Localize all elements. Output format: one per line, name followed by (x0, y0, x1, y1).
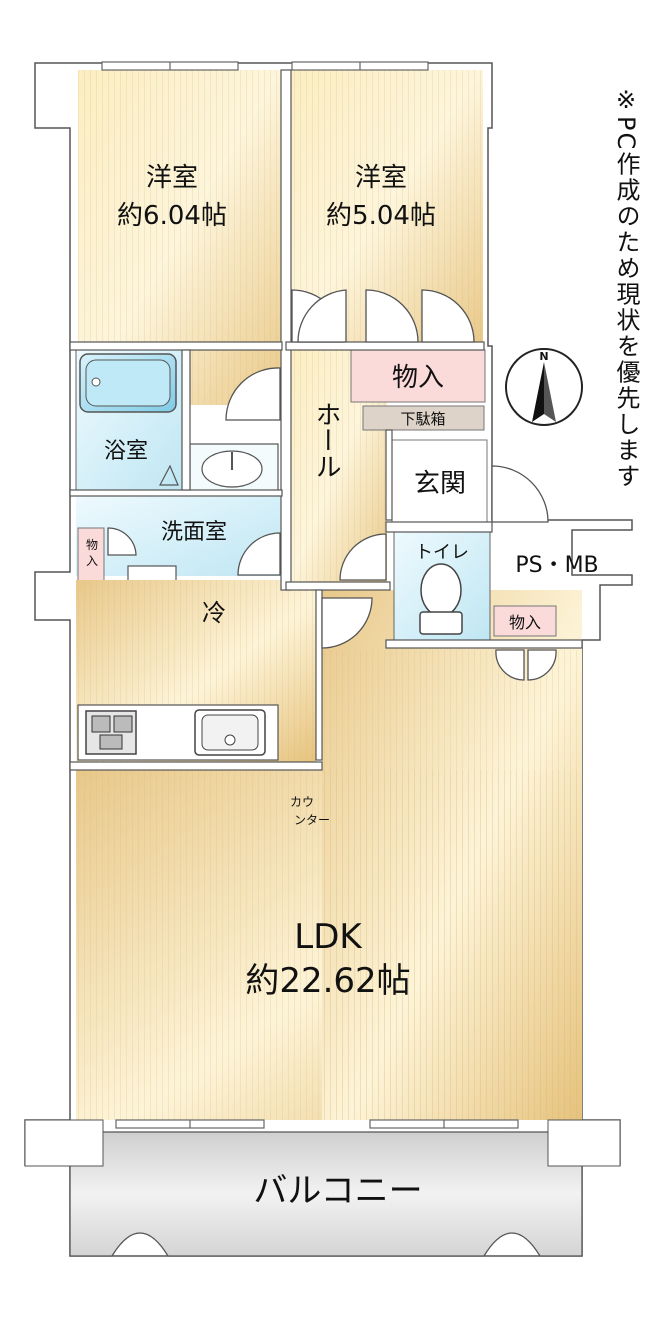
ldk-size: 約22.62帖 (245, 961, 410, 1001)
compass-north-label: N (539, 350, 548, 363)
windows-top (101, 61, 429, 71)
doors (107, 289, 557, 681)
washroom-closet-label-1: 物 (86, 538, 98, 552)
bathroom-label: 浴室 (104, 439, 148, 464)
note-text: ※PC作成のため現状を優先します (612, 86, 640, 490)
counter-label-2: ンター (294, 813, 330, 827)
gas-stove (85, 710, 137, 755)
washroom-label: 洗面室 (161, 520, 227, 545)
western-room-1-size: 約6.04帖 (117, 201, 227, 231)
toilet-label: トイレ (415, 542, 469, 563)
ps-mb-label: PS・MB (515, 553, 598, 578)
closet-right (493, 605, 557, 637)
shoe-box-label: 下駄箱 (400, 410, 445, 428)
washroom-closet-label-2: 入 (86, 554, 98, 568)
entrance-label: 玄関 (414, 469, 466, 499)
balcony-floor (69, 1131, 583, 1257)
closet-right-label: 物入 (509, 613, 541, 632)
closet-top-label: 物入 (392, 363, 444, 393)
compass-icon (505, 348, 583, 426)
closet-top (350, 349, 486, 403)
kitchen-sink (194, 709, 266, 756)
western-room-2-size: 約5.04帖 (326, 201, 436, 231)
windows-balcony (115, 1119, 519, 1129)
entrance-floor (391, 439, 488, 523)
hall-label: ホール (311, 401, 341, 479)
shoe-box (362, 405, 485, 431)
interior-walls (69, 69, 583, 771)
balcony-label: バルコニー (253, 1171, 422, 1211)
western-room-2-name: 洋室 (355, 163, 407, 193)
toilet-bowl (419, 563, 463, 635)
western-room-1-name: 洋室 (146, 163, 198, 193)
fridge-label: 冷 (202, 599, 226, 627)
ldk-name: LDK (294, 917, 363, 957)
counter-label-1: カウ (290, 795, 314, 809)
